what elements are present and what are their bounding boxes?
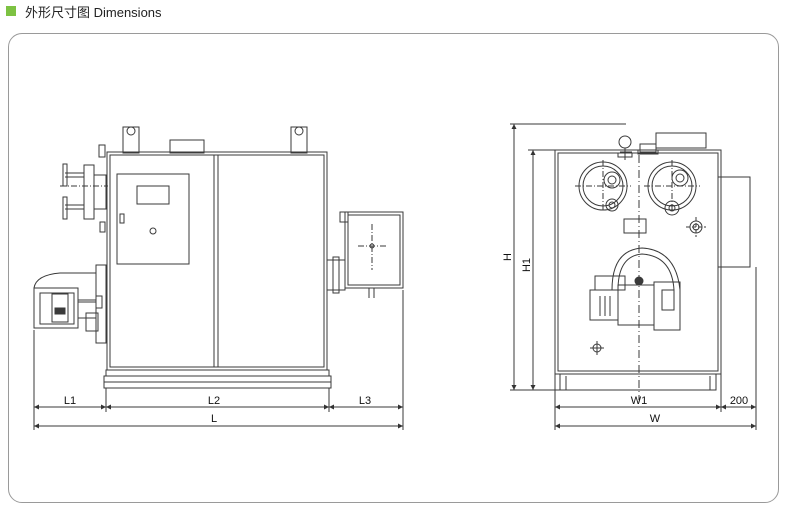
control-cabinet [116,173,190,265]
base-rail [105,369,330,377]
left-pipe-flanges [60,144,108,233]
sight-window [623,218,647,234]
top-nozzle-box [169,139,205,154]
burner-unit [33,264,107,344]
front-base [559,373,717,391]
dim-label-l1: L1 [64,395,76,407]
dim-label-200: 200 [730,395,748,407]
section-title: 外形尺寸图 Dimensions [25,4,162,20]
dim-label-h: H [502,253,514,261]
front-burner [589,247,681,331]
side-flue-box [717,176,751,268]
front-view [510,123,757,430]
flue-outlet [326,211,404,298]
dim-label-w: W [650,413,661,425]
right-manhole-flange [644,160,700,216]
dim-label-l: L [211,413,217,425]
pressure-gauge-icon [618,135,632,149]
left-manhole-flange [575,160,631,212]
side-view [33,126,404,430]
dim-label-l3: L3 [359,395,371,407]
lifting-lug-icon [122,126,308,154]
dim-label-w1: W1 [631,395,648,407]
section-marker-icon [6,6,16,16]
boiler-body [106,151,328,371]
section-header: 外形尺寸图 Dimensions [6,3,162,20]
top-header-pipe [655,132,707,149]
control-display [136,185,170,205]
drawing-frame [8,33,779,503]
dim-label-l2: L2 [208,395,220,407]
dim-label-h1: H1 [521,258,533,272]
